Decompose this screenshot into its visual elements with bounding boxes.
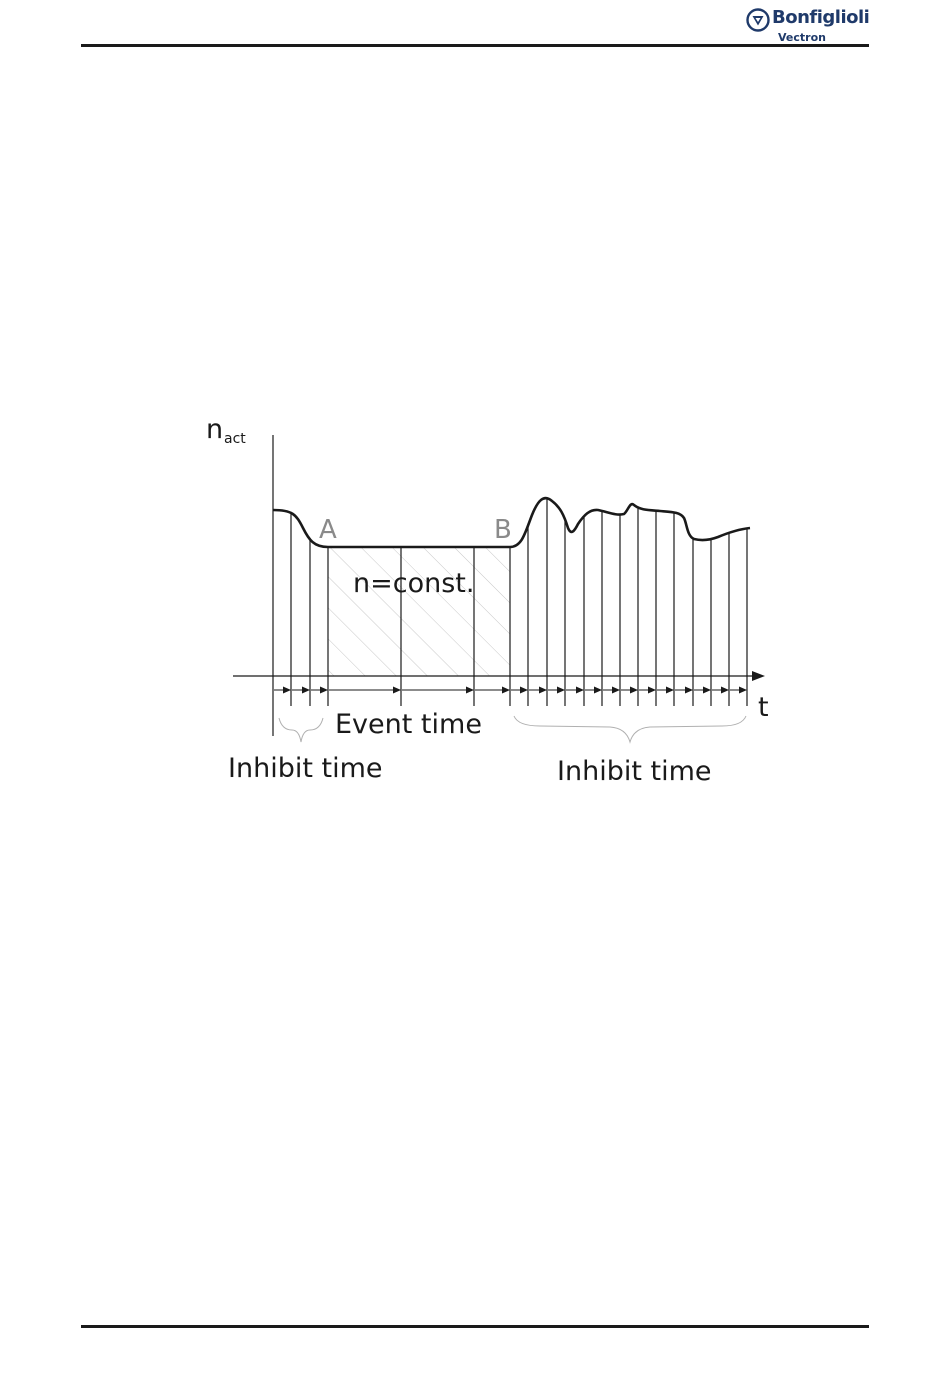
- inhibit-time-right-label: Inhibit time: [557, 756, 712, 787]
- point-a-label: A: [319, 515, 337, 545]
- point-b-label: B: [494, 515, 512, 545]
- inhibit-time-left-label: Inhibit time: [228, 753, 383, 784]
- event-time-label: Event time: [335, 709, 482, 740]
- x-axis-arrowhead: [752, 671, 765, 681]
- x-axis-label: t: [758, 692, 769, 723]
- y-axis-label: n: [206, 414, 223, 445]
- constant-speed-region: [328, 547, 510, 676]
- inhibit-brace-left: [279, 718, 323, 742]
- inhibit-brace-right: [514, 716, 746, 742]
- y-axis-subscript: act: [224, 431, 246, 447]
- region-label: n=const.: [353, 568, 474, 599]
